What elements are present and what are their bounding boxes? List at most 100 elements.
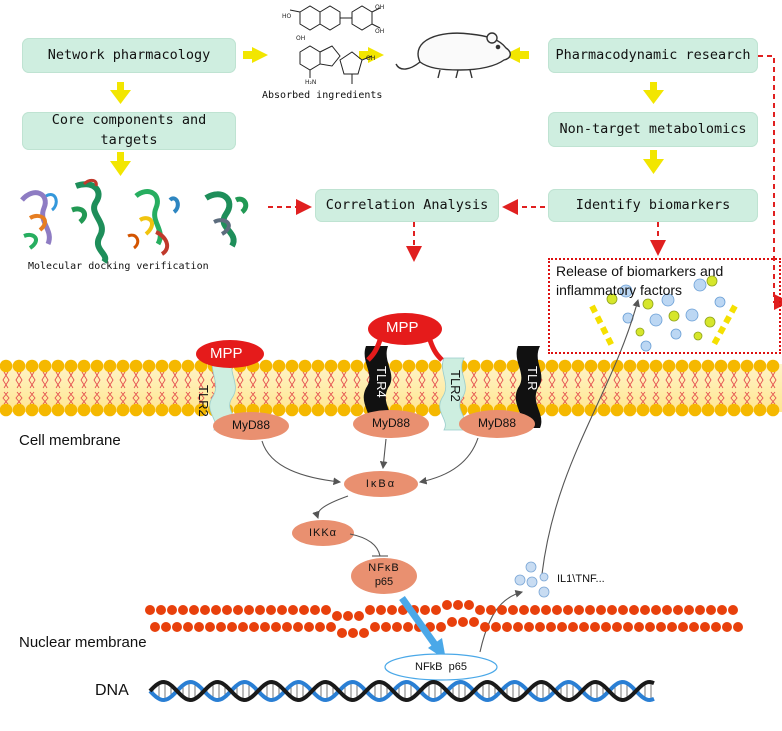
lipid-tail (600, 371, 608, 389)
nuclear-bead (464, 600, 474, 610)
lipid-tail (340, 391, 348, 405)
lipid-head (701, 359, 715, 373)
lipid-head (467, 359, 481, 373)
lipid-tail (392, 371, 400, 389)
nuclear-bead (442, 600, 452, 610)
nuclear-bead (249, 622, 259, 632)
nuclear-bead (480, 622, 490, 632)
svg-text:OH: OH (296, 35, 305, 42)
lipid-tail (288, 391, 296, 405)
arrow-network-down (110, 82, 131, 104)
lipid-head (142, 403, 156, 417)
lipid-tail (197, 391, 205, 405)
lipid-tail (249, 391, 257, 405)
nuclear-bead (255, 605, 265, 615)
lipid-tail (314, 391, 322, 405)
lipid-tail (587, 371, 595, 389)
lipid-tail (54, 371, 62, 389)
lipid-tail (236, 391, 244, 405)
lipid-tail (41, 371, 49, 389)
lipid-head (324, 359, 338, 373)
lipid-tail (80, 371, 88, 389)
nfkb-top-label: NFκB (368, 561, 400, 574)
myd88-left-label: MyD88 (231, 418, 270, 433)
lipid-tail (119, 371, 127, 389)
nuclear-bead (205, 622, 215, 632)
lipid-head (753, 359, 767, 373)
lipid-tail (691, 391, 699, 405)
nuclear-bead (618, 605, 628, 615)
lipid-tail (314, 371, 322, 389)
correlation-analysis-box: Correlation Analysis (315, 189, 499, 222)
lipid-tail (119, 391, 127, 405)
lipid-tail (145, 391, 153, 405)
nuclear-bead (178, 605, 188, 615)
nuclear-bead (172, 622, 182, 632)
lipid-tail (730, 371, 738, 389)
lipid-tail (730, 391, 738, 405)
lipid-tail (678, 391, 686, 405)
lipid-tail (288, 371, 296, 389)
nuclear-bead (200, 605, 210, 615)
lipid-tail (353, 391, 361, 405)
lipid-head (766, 403, 780, 417)
nuclear-bead (271, 622, 281, 632)
network-pharmacology-label: Network pharmacology (47, 46, 211, 63)
lipid-head (623, 403, 637, 417)
lipid-head (493, 359, 507, 373)
lipid-head (181, 403, 195, 417)
lipid-tail (431, 391, 439, 405)
ikba-label: IκBα (365, 477, 397, 490)
nuclear-bead (684, 605, 694, 615)
nuclear-membrane (145, 600, 743, 638)
lipid-tail (769, 371, 777, 389)
nuclear-bead (695, 605, 705, 615)
lipid-head (64, 403, 78, 417)
lipid-head (298, 403, 312, 417)
red-dashed-arrows (268, 55, 782, 310)
lipid-head (259, 359, 273, 373)
lipid-tail (496, 391, 504, 405)
lipid-head (51, 403, 65, 417)
nuclear-bead (519, 605, 529, 615)
network-pharmacology-box: Network pharmacology (22, 38, 236, 73)
lipid-tail (704, 371, 712, 389)
lipid-head (610, 359, 624, 373)
nuclear-bead (706, 605, 716, 615)
nuclear-bead (282, 622, 292, 632)
dna-helix (148, 680, 655, 702)
nuclear-bead (277, 605, 287, 615)
nfkb-node (351, 558, 417, 594)
release-label: Release of biomarkers and inflammatory f… (556, 263, 724, 298)
lipid-head (142, 359, 156, 373)
lipid-head (558, 359, 572, 373)
lipid-tail (574, 391, 582, 405)
nuclear-bead (486, 605, 496, 615)
nuclear-bead (381, 622, 391, 632)
nfkb-bottom-label: p65 (374, 575, 394, 588)
nuclear-bead (348, 628, 358, 638)
lipid-tail (613, 371, 621, 389)
lipid-tail (561, 391, 569, 405)
absorbed-ingredients-caption: Absorbed ingredients (262, 90, 383, 101)
correlation-analysis-label: Correlation Analysis (325, 196, 489, 213)
nuclear-bead (216, 622, 226, 632)
lipid-tail (418, 371, 426, 389)
nuclear-bead (508, 605, 518, 615)
release-particles (589, 275, 738, 352)
lipid-tail (470, 391, 478, 405)
nfkb-nucleus-label: NFkB p65 (415, 660, 467, 673)
lipid-tail (756, 391, 764, 405)
lipid-tail (639, 391, 647, 405)
lipid-head (688, 359, 702, 373)
lipid-tail (28, 371, 36, 389)
lipid-head (272, 403, 286, 417)
lipid-tail (535, 391, 543, 405)
lipid-head (701, 403, 715, 417)
pharmacodynamic-label: Pharmacodynamic research (555, 46, 751, 63)
nuclear-bead (299, 605, 309, 615)
nuclear-bead (387, 605, 397, 615)
lipid-tail (639, 371, 647, 389)
nuclear-bead (607, 605, 617, 615)
lipid-head (727, 359, 741, 373)
